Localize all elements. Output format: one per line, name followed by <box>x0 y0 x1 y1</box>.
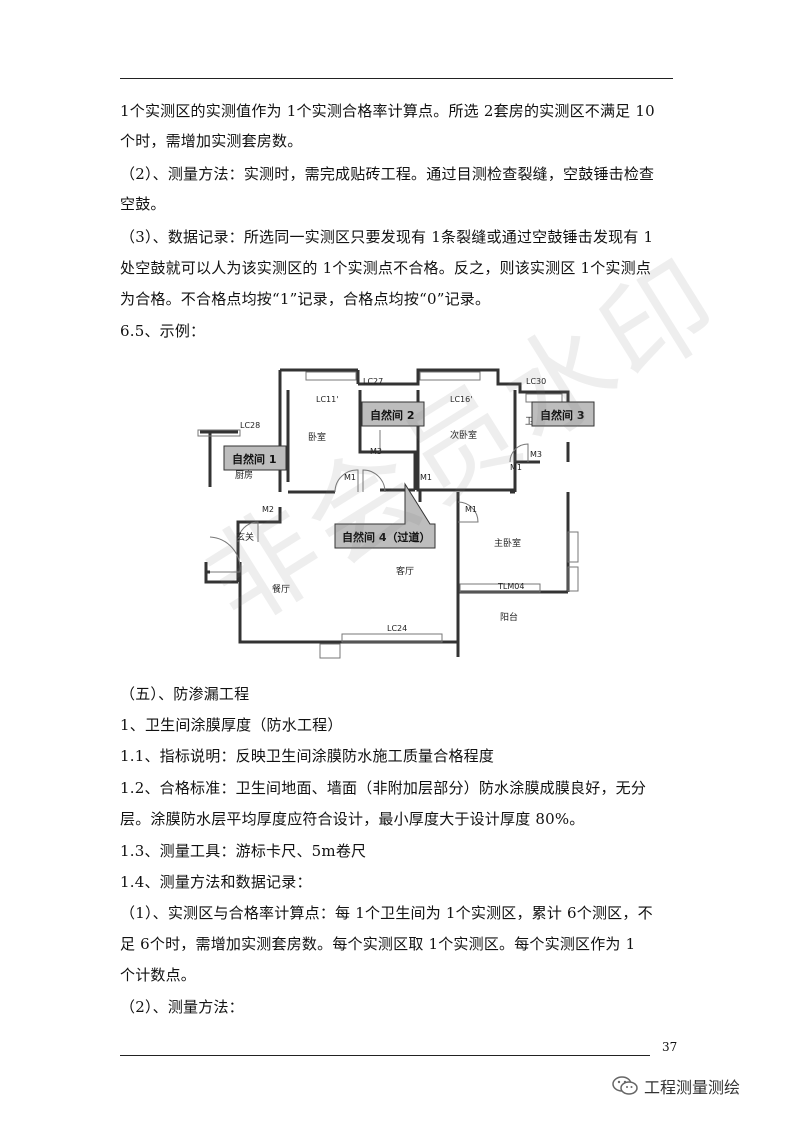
code-label: LC16' <box>450 395 472 404</box>
room-label: 客厅 <box>396 565 414 577</box>
code-label: M2 <box>262 505 274 514</box>
paragraph-line: 个时，需增加实测套房数。 <box>120 132 303 150</box>
code-label: M3 <box>370 447 382 456</box>
header-rule <box>120 78 673 79</box>
paragraph-line: （2）、测量方法： <box>120 998 244 1016</box>
paragraph-line: 1个实测区的实测值作为 1个实测合格率计算点。所选 2套房的实测区不满足 10 <box>120 102 655 120</box>
room-label: 阳台 <box>500 611 518 623</box>
code-label: M3 <box>530 450 542 459</box>
section-heading: 6.5、示例： <box>120 322 206 340</box>
footer-rule <box>120 1055 650 1056</box>
paragraph-line: （1）、实测区与合格率计算点：每 1个卫生间为 1个实测区，累计 6个测区，不 <box>120 904 653 922</box>
room-label: 卧室 <box>308 431 326 443</box>
code-label: LC28 <box>240 421 260 430</box>
room-label: 餐厅 <box>272 583 290 595</box>
paragraph-line: 1.4、测量方法和数据记录： <box>120 873 312 891</box>
paragraph-line: 1.2、合格标准：卫生间地面、墙面（非附加层部分）防水涂膜成膜良好，无分 <box>120 779 647 797</box>
wechat-icon <box>612 1076 638 1095</box>
code-label: M1 <box>344 473 356 482</box>
code-label: LC24 <box>387 624 407 633</box>
brand-name: 工程测量测绘 <box>644 1078 741 1097</box>
room-label: 次卧室 <box>450 429 477 441</box>
zone-box-1: 自然间 1 <box>232 452 276 466</box>
zone-box-4: 自然间 4（过道） <box>342 530 430 544</box>
paragraph-line: 1.1、指标说明：反映卫生间涂膜防水施工质量合格程度 <box>120 747 495 765</box>
zone-box-2: 自然间 2 <box>370 408 414 422</box>
page-number: 37 <box>662 1040 678 1054</box>
paragraph-line: 1.3、测量工具：游标卡尺、5m卷尺 <box>120 842 367 860</box>
paragraph-line: 处空鼓就可以人为该实测区的 1个实测点不合格。反之，则该实测区 1个实测点 <box>120 259 652 277</box>
code-label: LC11' <box>316 395 338 404</box>
code-label: LC30 <box>526 377 546 386</box>
paragraph-line: （3）、数据记录：所选同一实测区只要发现有 1条裂缝或通过空鼓锤击发现有 1 <box>120 228 654 246</box>
paragraph-line: 足 6个时，需增加实测套房数。每个实测区取 1个实测区。每个实测区作为 1 <box>120 935 636 953</box>
paragraph-line: 个计数点。 <box>120 966 197 984</box>
room-label: 玄关 <box>236 531 254 543</box>
room-label: 主卧室 <box>494 537 521 549</box>
paragraph-line: （2）、测量方法：实测时，需完成贴砖工程。通过目测检查裂缝，空鼓锤击检查 <box>120 165 655 183</box>
paragraph-line: 为合格。不合格点均按“1”记录，合格点均按“0”记录。 <box>120 290 491 308</box>
code-label: LC27 <box>363 377 383 386</box>
code-label: M1 <box>510 463 522 472</box>
section-heading: （五）、防渗漏工程 <box>120 685 250 703</box>
floor-plan-diagram: 卧室 次卧室 卫生 厨房 玄关 餐厅 客厅 主卧室 阳台 LC28 LC11' … <box>197 368 595 659</box>
footer-brand: 工程测量测绘 <box>612 1074 740 1098</box>
code-label: M1 <box>465 505 477 514</box>
room-label: 厨房 <box>235 469 253 481</box>
subsection-heading: 1、卫生间涂膜厚度（防水工程） <box>120 716 343 734</box>
code-label: M1 <box>420 473 432 482</box>
zone-box-3: 自然间 3 <box>540 408 584 422</box>
paragraph-line: 空鼓。 <box>120 195 166 213</box>
code-label: TLM04 <box>497 582 524 591</box>
paragraph-line: 层。涂膜防水层平均厚度应符合设计，最小厚度大于设计厚度 80%。 <box>120 810 585 828</box>
